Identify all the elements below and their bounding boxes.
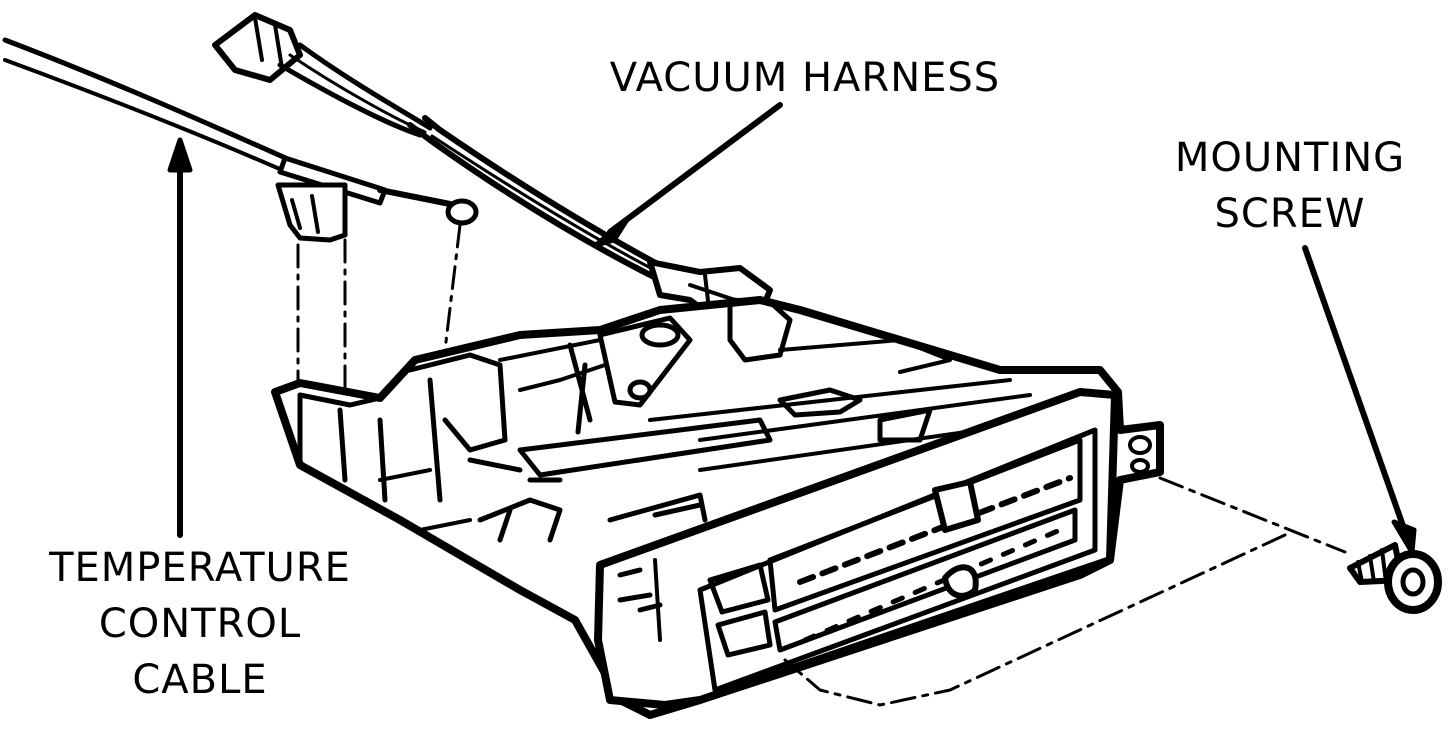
mounting-screw-label-line-2: SCREW [1214, 191, 1366, 237]
vacuum-harness-label-text: VACUUM HARNESS [609, 55, 1001, 101]
temperature-cable-label-line-3: CABLE [132, 657, 268, 703]
temperature-cable-label-line-2: CONTROL [98, 601, 302, 647]
control-faceplate [594, 388, 1119, 709]
leader-arrows [167, 102, 1417, 555]
mounting-screw-label-line-1: MOUNTING [1174, 135, 1406, 181]
temperature-cable [2, 37, 479, 392]
vacuum-harness-label: VACUUM HARNESS [570, 50, 1040, 106]
mounting-screw-label: MOUNTING SCREW [1140, 130, 1440, 242]
temperature-cable-label-line-1: TEMPERATURE [49, 545, 351, 591]
mounting-screw [1347, 542, 1442, 614]
temperature-control-cable-label: TEMPERATURE CONTROL CABLE [20, 540, 380, 708]
